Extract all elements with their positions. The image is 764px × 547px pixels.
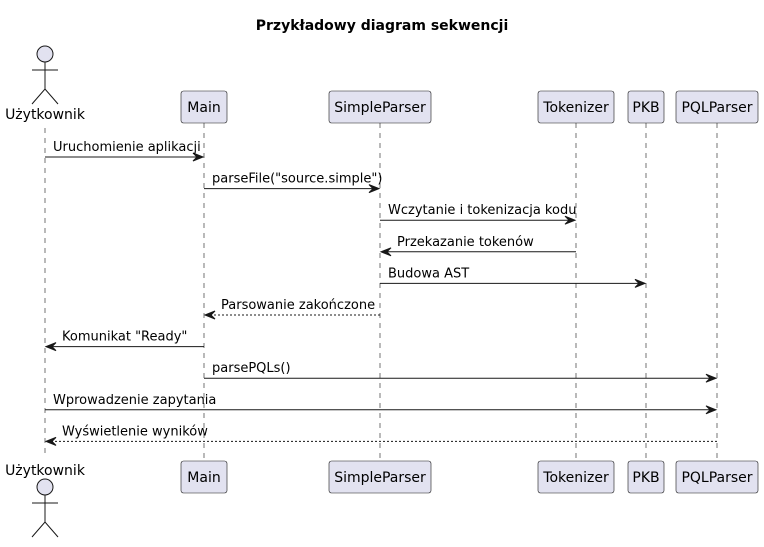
lifelines xyxy=(44,123,718,461)
participant-box-simpleparser-top xyxy=(328,90,432,124)
participant-label-simpleparser-top: SimpleParser xyxy=(334,100,426,116)
message-arrowhead xyxy=(634,278,647,288)
message-label: Komunikat "Ready" xyxy=(62,330,187,345)
message-8: parsePQLs() xyxy=(204,361,718,383)
actor-legs xyxy=(31,521,59,538)
message-arrowhead xyxy=(192,152,205,162)
message-label: Wyświetlenie wyników xyxy=(62,424,208,439)
participant-label-pkb-bottom: PKB xyxy=(632,470,659,486)
message-arrowhead xyxy=(705,405,718,415)
actor-legs xyxy=(31,88,59,105)
message-label: Przekazanie tokenów xyxy=(397,235,534,250)
message-arrowhead xyxy=(203,310,216,320)
message-arrowhead xyxy=(379,247,392,257)
actor-head xyxy=(36,45,54,63)
participant-label-pqlparser-top: PQLParser xyxy=(681,100,752,116)
message-label: parseFile("source.simple") xyxy=(212,172,382,187)
message-9: Wprowadzenie zapytania xyxy=(45,393,718,415)
actor-figure-bottom xyxy=(31,478,59,538)
participant-box-pkb-bottom xyxy=(627,460,665,494)
participant-label-user-top: Użytkownik xyxy=(5,107,86,123)
message-arrowhead xyxy=(368,184,381,194)
participant-box-tokenizer-top xyxy=(537,90,615,124)
message-6: Parsowanie zakończone xyxy=(203,298,380,320)
message-3: Wczytanie i tokenizacja kodu xyxy=(380,203,577,225)
message-label: Budowa AST xyxy=(388,266,469,281)
participants-top: Użytkownik Main SimpleParser Tokenizer PKB PQ… xyxy=(5,45,759,124)
participant-label-simpleparser-bottom: SimpleParser xyxy=(334,470,426,486)
participant-label-pqlparser-bottom: PQLParser xyxy=(681,470,752,486)
participant-label-tokenizer-top: Tokenizer xyxy=(542,100,609,116)
message-arrowhead xyxy=(564,215,577,225)
participant-box-pqlparser-bottom xyxy=(675,460,759,494)
message-10: Wyświetlenie wyników xyxy=(44,424,717,446)
message-1: Uruchomienie aplikacji xyxy=(45,140,205,162)
participant-label-main-top: Main xyxy=(187,100,220,116)
actor-figure-top xyxy=(31,45,59,105)
participant-box-main-bottom xyxy=(180,460,228,494)
participant-box-main-top xyxy=(180,90,228,124)
message-5: Budowa AST xyxy=(380,266,647,288)
actor-head xyxy=(36,478,54,496)
participant-label-main-bottom: Main xyxy=(187,470,220,486)
participants-bottom: Użytkownik Main SimpleParser Tokenizer PKB PQ… xyxy=(5,460,759,538)
message-label: Uruchomienie aplikacji xyxy=(53,140,201,155)
participant-box-pqlparser-top xyxy=(675,90,759,124)
messages: Uruchomienie aplikacji parseFile("source.… xyxy=(44,140,718,446)
participant-box-simpleparser-bottom xyxy=(328,460,432,494)
message-2: parseFile("source.simple") xyxy=(204,172,382,194)
message-arrowhead xyxy=(705,373,718,383)
participant-label-pkb-top: PKB xyxy=(632,100,659,116)
message-label: Wczytanie i tokenizacja kodu xyxy=(388,203,576,218)
message-arrowhead xyxy=(44,436,57,446)
message-label: Parsowanie zakończone xyxy=(221,298,375,313)
participant-box-pkb-top xyxy=(627,90,665,124)
message-arrowhead xyxy=(44,342,57,352)
participant-label-tokenizer-bottom: Tokenizer xyxy=(542,470,609,486)
message-4: Przekazanie tokenów xyxy=(379,235,576,257)
message-7: Komunikat "Ready" xyxy=(44,330,204,352)
participant-label-user-bottom: Użytkownik xyxy=(5,463,86,479)
message-label: parsePQLs() xyxy=(212,361,291,376)
message-label: Wprowadzenie zapytania xyxy=(53,393,216,408)
diagram-title: Przykładowy diagram sekwencji xyxy=(256,18,509,34)
participant-box-tokenizer-bottom xyxy=(537,460,615,494)
